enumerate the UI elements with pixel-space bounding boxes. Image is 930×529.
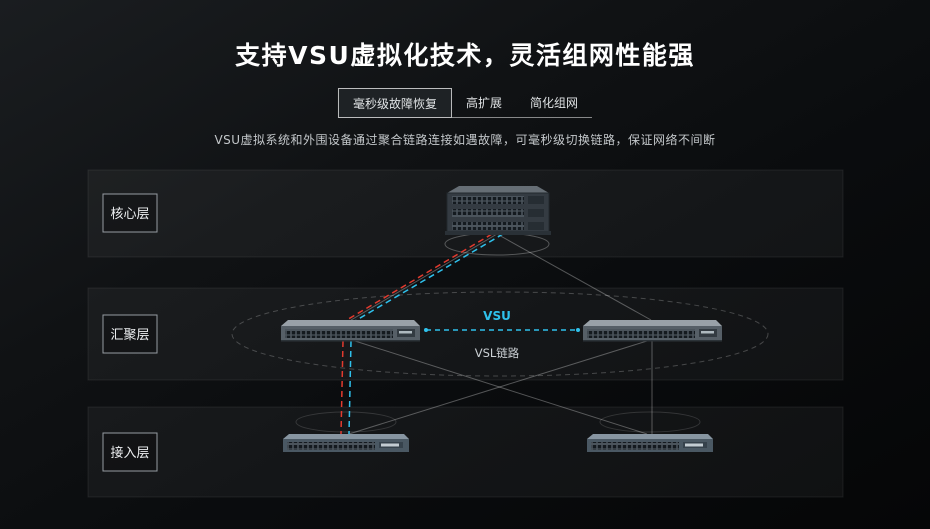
access-left-ellipse <box>295 411 397 433</box>
feature-tabs: 毫秒级故障恢复 高扩展 简化组网 <box>337 88 593 118</box>
core-switch-device <box>445 186 551 235</box>
tab-scalability[interactable]: 高扩展 <box>465 96 503 110</box>
access-right-ellipse <box>599 411 701 433</box>
vsu-label: VSU <box>483 309 511 323</box>
layer-label-aggregation-text: 汇聚层 <box>110 328 149 343</box>
core-ports-row3 <box>452 222 524 230</box>
uplink-core-to-agg-left <box>350 233 498 321</box>
vsu-group-ellipse <box>231 291 769 377</box>
vsl-label: VSL链路 <box>475 346 520 360</box>
layer-label-core: 核心层 <box>102 193 158 233</box>
uplink-lines <box>348 233 653 435</box>
crosslink-aggleft-to-accessright <box>354 340 648 435</box>
vsl-endpoint-left <box>424 328 428 332</box>
agg-left-ports <box>285 329 393 338</box>
aggregation-switch-right <box>583 320 722 342</box>
feature-description: VSU虚拟系统和外围设备通过聚合链路连接如遇故障，可毫秒级切换链路，保证网络不间… <box>214 133 716 147</box>
layer-label-aggregation: 汇聚层 <box>102 314 158 354</box>
uplink-core-to-agg-right <box>496 233 652 321</box>
crosslink-aggright-to-accessleft <box>348 340 648 435</box>
vsl-endpoint-right <box>576 328 580 332</box>
tab-failover[interactable]: 毫秒级故障恢复 <box>337 88 452 118</box>
access-left-ports <box>287 442 375 450</box>
layer-label-core-text: 核心层 <box>110 207 149 222</box>
layer-band-aggregation <box>87 287 844 381</box>
redundant-link-cyan-access <box>348 340 352 435</box>
layer-label-access: 接入层 <box>102 432 158 472</box>
page-title: 支持VSU虚拟化技术，灵活组网性能强 <box>235 41 695 70</box>
access-right-ports <box>591 442 679 450</box>
redundant-link-red-access <box>340 340 344 435</box>
network-topology-diagram: 核心层 汇聚层 接入层 <box>87 169 844 498</box>
core-ports-row2 <box>452 209 524 217</box>
redundant-link-red-core <box>344 233 493 322</box>
access-switch-left <box>283 434 409 452</box>
core-ports-row1 <box>452 196 524 204</box>
tab-simplified-networking[interactable]: 简化组网 <box>530 96 579 110</box>
agg-right-ports <box>587 329 695 338</box>
layer-label-access-text: 接入层 <box>110 445 149 461</box>
redundant-links <box>340 233 504 435</box>
layer-band-access <box>87 406 844 498</box>
vsl-link: VSU VSL链路 <box>424 309 580 360</box>
redundant-link-cyan-core <box>354 233 504 322</box>
aggregation-switch-left <box>281 320 420 342</box>
access-switch-right <box>587 434 713 452</box>
